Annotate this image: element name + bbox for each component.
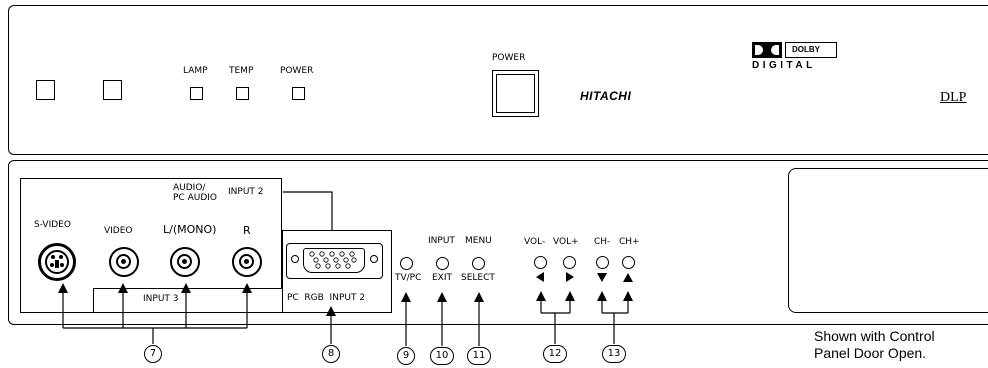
display-window <box>788 168 988 313</box>
svideo-label: S-VIDEO <box>34 220 71 230</box>
vol-right-icon <box>566 272 574 282</box>
power-button[interactable] <box>492 70 539 117</box>
ch-minus-button[interactable] <box>596 256 609 269</box>
dolby-text: DOLBY <box>792 45 820 54</box>
ch-minus-label: CH- <box>594 237 611 247</box>
callout-8: 8 <box>322 345 340 363</box>
r-label: R <box>243 224 251 237</box>
audio-label: AUDIO/ PC AUDIO <box>173 183 217 203</box>
power-button-label: POWER <box>492 53 526 63</box>
vol-plus-label: VOL+ <box>553 237 579 247</box>
pc-rgb-label: PC RGB INPUT 2 <box>287 293 366 303</box>
temp-indicator <box>236 87 249 100</box>
ch-plus-label: CH+ <box>619 237 640 247</box>
svideo-jack[interactable] <box>38 243 76 281</box>
video-jack[interactable] <box>109 247 139 277</box>
menu-select-button[interactable] <box>472 257 485 270</box>
vol-minus-button[interactable] <box>534 256 547 269</box>
callout-9: 9 <box>397 347 415 365</box>
power-indicator <box>292 87 305 100</box>
l-mono-label: L/(MONO) <box>163 223 217 236</box>
lamp-indicator <box>190 87 203 100</box>
pc-rgb-connector[interactable] <box>286 243 383 279</box>
digital-text: DIGITAL <box>752 60 816 71</box>
audio-l-mono-jack[interactable] <box>170 247 200 277</box>
dlp-logo: DLP <box>940 90 967 105</box>
input-label: INPUT <box>428 236 455 246</box>
input3-label: INPUT 3 <box>143 294 179 304</box>
dolby-logo: DOLBY DIGITAL <box>752 42 852 74</box>
lamp-label: LAMP <box>183 66 208 76</box>
ch-up-icon <box>623 273 633 282</box>
caption-line-2: Panel Door Open. <box>814 345 927 361</box>
ch-plus-button[interactable] <box>622 256 635 269</box>
exit-label: EXIT <box>432 273 453 283</box>
menu-label: MENU <box>465 236 492 246</box>
callout-10: 10 <box>430 347 454 365</box>
select-label: SELECT <box>461 273 495 283</box>
audio-r-jack[interactable] <box>232 247 262 277</box>
power-indicator-label: POWER <box>280 66 314 76</box>
vol-left-icon <box>536 272 544 282</box>
callout-12: 12 <box>543 345 567 363</box>
video-label: VIDEO <box>104 226 133 236</box>
dolby-double-d-icon <box>752 42 782 58</box>
vol-minus-label: VOL- <box>524 237 546 247</box>
brand-logo: HITACHI <box>580 89 632 103</box>
front-square-right <box>103 80 122 100</box>
input-exit-button[interactable] <box>436 257 449 270</box>
temp-label: TEMP <box>229 66 254 76</box>
vol-plus-button[interactable] <box>563 256 576 269</box>
caption-line-1: Shown with Control <box>814 328 935 344</box>
tvpc-button[interactable] <box>400 257 413 270</box>
callout-11: 11 <box>467 347 491 365</box>
tvpc-label: TV/PC <box>395 273 422 283</box>
callout-7: 7 <box>144 345 162 363</box>
ch-down-icon <box>597 273 607 282</box>
pc-rgb-pins-icon <box>309 251 357 269</box>
front-square-left <box>36 80 55 100</box>
callout-13: 13 <box>602 345 626 363</box>
input2-top-label: INPUT 2 <box>228 187 264 197</box>
